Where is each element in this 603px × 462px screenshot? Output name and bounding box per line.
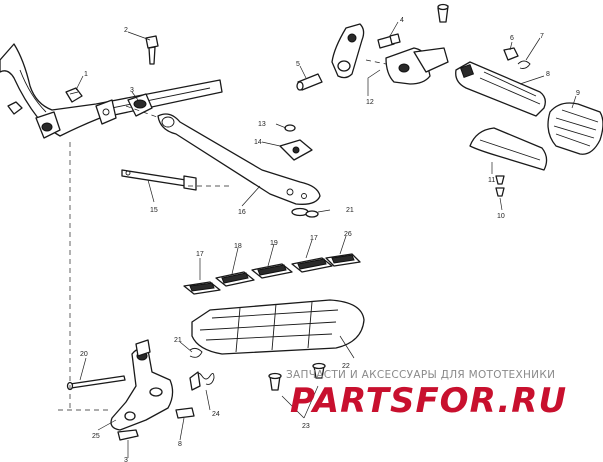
brake-pedal-arm — [157, 113, 321, 205]
callout-7: 7 — [540, 33, 544, 40]
callout-10: 10 — [497, 213, 505, 220]
callout-14: 14 — [254, 139, 262, 146]
callout-18: 18 — [234, 243, 242, 250]
watermark-tagline: ЗАПЧАСТИ И АКСЕССУАРЫ ДЛЯ МОТОТЕХНИКИ — [286, 369, 555, 381]
callout-11: 11 — [488, 177, 495, 184]
callout-3: 3 — [130, 87, 134, 94]
frame-tube — [0, 43, 223, 139]
spring-24 — [189, 371, 215, 391]
callout-4: 4 — [400, 17, 404, 24]
leader-lines — [58, 21, 577, 458]
watermark: ЗАПЧАСТИ И АКСЕССУАРЫ ДЛЯ МОТОТЕХНИКИ PA… — [286, 369, 567, 421]
callout-19: 19 — [270, 240, 278, 247]
callout-12: 12 — [366, 99, 374, 106]
washer-6 — [503, 47, 519, 61]
callout-16: 16 — [238, 209, 246, 216]
callout-5: 5 — [296, 61, 300, 68]
bolt-23 — [268, 362, 326, 391]
clevis-14 — [279, 139, 313, 161]
callout-labels: 1 2 3 4 5 6 7 8 9 10 11 12 13 14 15 16 1… — [80, 17, 580, 462]
rubber-pad — [547, 102, 603, 155]
callout-3-lower: 3 — [124, 457, 128, 462]
callout-8-lower: 8 — [178, 441, 182, 448]
callout-26: 26 — [344, 231, 352, 238]
footrest-peg — [455, 61, 546, 117]
callout-2: 2 — [124, 27, 128, 34]
callout-15: 15 — [150, 207, 158, 214]
callout-24: 24 — [212, 411, 220, 418]
floorboard — [191, 299, 365, 355]
spacer-13 — [284, 124, 296, 132]
callout-6: 6 — [510, 35, 514, 42]
pad-19 — [251, 263, 293, 279]
callout-22: 22 — [342, 363, 350, 370]
long-bolt-25 — [66, 375, 126, 391]
pad-20 — [291, 257, 333, 273]
screw-10 — [495, 175, 505, 197]
footrest-mount — [296, 3, 449, 91]
callout-23: 23 — [302, 423, 310, 430]
pad-17 — [183, 281, 221, 295]
callout-21: 21 — [174, 337, 182, 344]
callout-17-right: 17 — [310, 235, 318, 242]
callout-25: 25 — [92, 433, 100, 440]
callout-9: 9 — [576, 90, 580, 97]
callout-21-upper: 21 — [346, 207, 354, 214]
pin-lower-a — [117, 429, 139, 441]
nut-1 — [65, 87, 83, 103]
pin-lower-b — [175, 407, 195, 419]
callout-13: 13 — [258, 121, 266, 128]
callout-8: 8 — [546, 71, 550, 78]
heat-shield — [469, 127, 548, 171]
watermark-logo: PARTSFOR.RU — [290, 381, 567, 421]
floorboard-pads — [183, 253, 361, 295]
lower-bracket — [110, 339, 174, 431]
clip-21-lower — [189, 347, 203, 358]
callout-1: 1 — [84, 71, 88, 78]
pad-18 — [215, 271, 255, 287]
bolt-2 — [145, 35, 159, 65]
pad-26 — [325, 253, 361, 267]
callout-17: 17 — [196, 251, 204, 258]
brake-rod — [121, 169, 197, 191]
washer-21-upper — [291, 207, 319, 218]
clip-7 — [517, 60, 531, 69]
callout-20: 20 — [80, 351, 88, 358]
